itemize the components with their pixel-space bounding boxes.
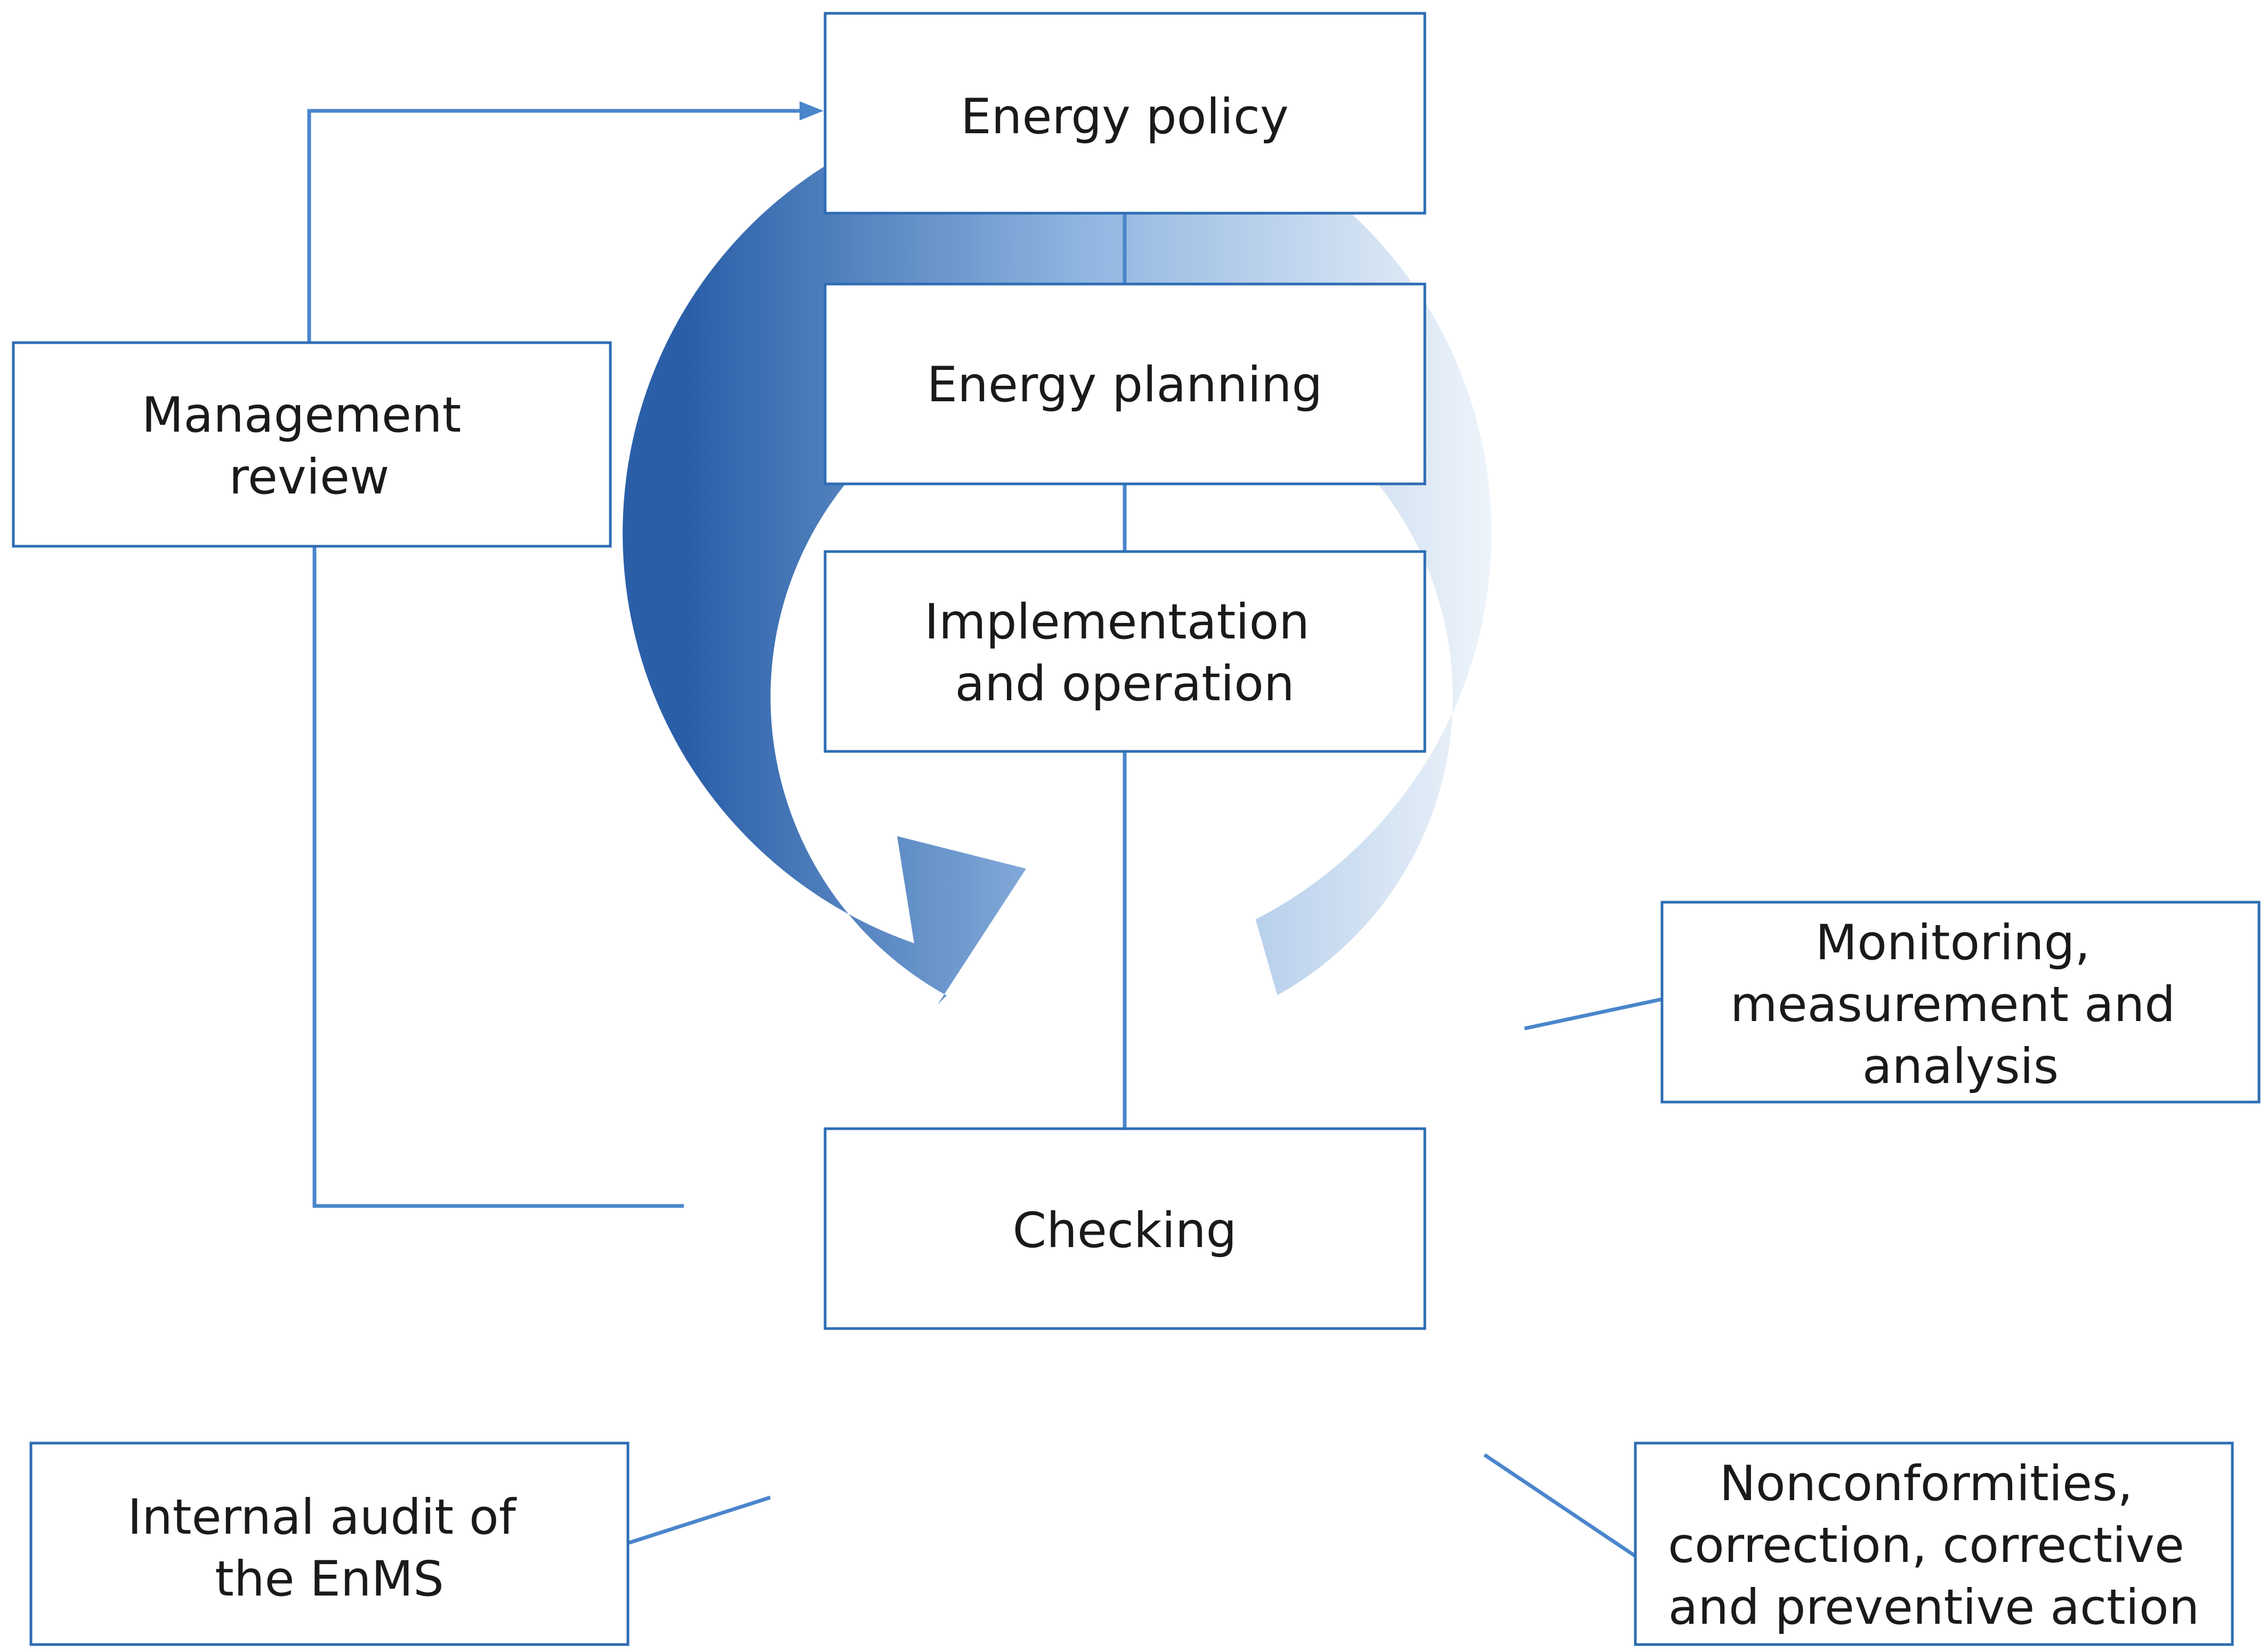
svg-text:Internal audit of the En: Internal audit of the EnMS [127,1489,531,1607]
monitoring-line2: measurement and [1730,977,2175,1033]
management-review-line2: review [229,449,390,505]
svg-text:Energy policy: Energy policy [961,89,1288,145]
checking-label: Checking [1013,1203,1237,1259]
box-checking: Checking [824,1127,1426,1330]
nonconformities-line3: and preventive action [1668,1580,2200,1635]
monitoring-line1: Monitoring, [1816,915,2091,971]
box-internal-audit: Internal audit of the EnMS [29,1442,630,1646]
svg-text:Checking: Checking [1013,1203,1237,1259]
svg-text:Nonconformities, correct: Nonconformities, correction, corrective … [1668,1456,2200,1635]
svg-text:Monitoring, measurement: Monitoring, measurement and analysis [1730,915,2191,1095]
connector-cycle-to-monitoring [1524,997,1663,1031]
connector-cycle-to-nonconformities [1483,1453,1636,1558]
connector-lines [307,109,1663,1558]
box-nonconformities: Nonconformities, correction, corrective … [1634,1442,2234,1646]
nonconformities-line2: correction, corrective [1668,1518,2184,1574]
internal-audit-line2: the EnMS [215,1551,444,1607]
internal-audit-line1: Internal audit of [127,1489,517,1545]
box-implementation-and-operation: Implementation and operation [824,550,1426,753]
implementation-label-line2: and operation [955,656,1294,712]
energy-planning-label: Energy planning [927,357,1322,413]
energy-policy-label: Energy policy [961,89,1288,145]
svg-text:Management review: Management review [142,387,477,505]
svg-text:Implementation and opera: Implementation and operation [924,594,1325,712]
implementation-label-line1: Implementation [924,594,1310,650]
arrowhead-to-policy [800,101,824,120]
monitoring-line3: analysis [1862,1039,2059,1095]
connector-cycle-to-review [312,546,684,1208]
connector-review-to-policy [307,109,802,343]
box-energy-planning: Energy planning [824,282,1426,485]
box-management-review: Management review [12,341,612,548]
box-monitoring: Monitoring, measurement and analysis [1660,901,2261,1104]
box-energy-policy: Energy policy [824,12,1426,215]
connector-cycle-to-audit [628,1495,771,1545]
svg-text:Energy planning: Energy planning [927,357,1322,413]
management-review-line1: Management [142,387,461,443]
nonconformities-line1: Nonconformities, [1720,1456,2133,1512]
